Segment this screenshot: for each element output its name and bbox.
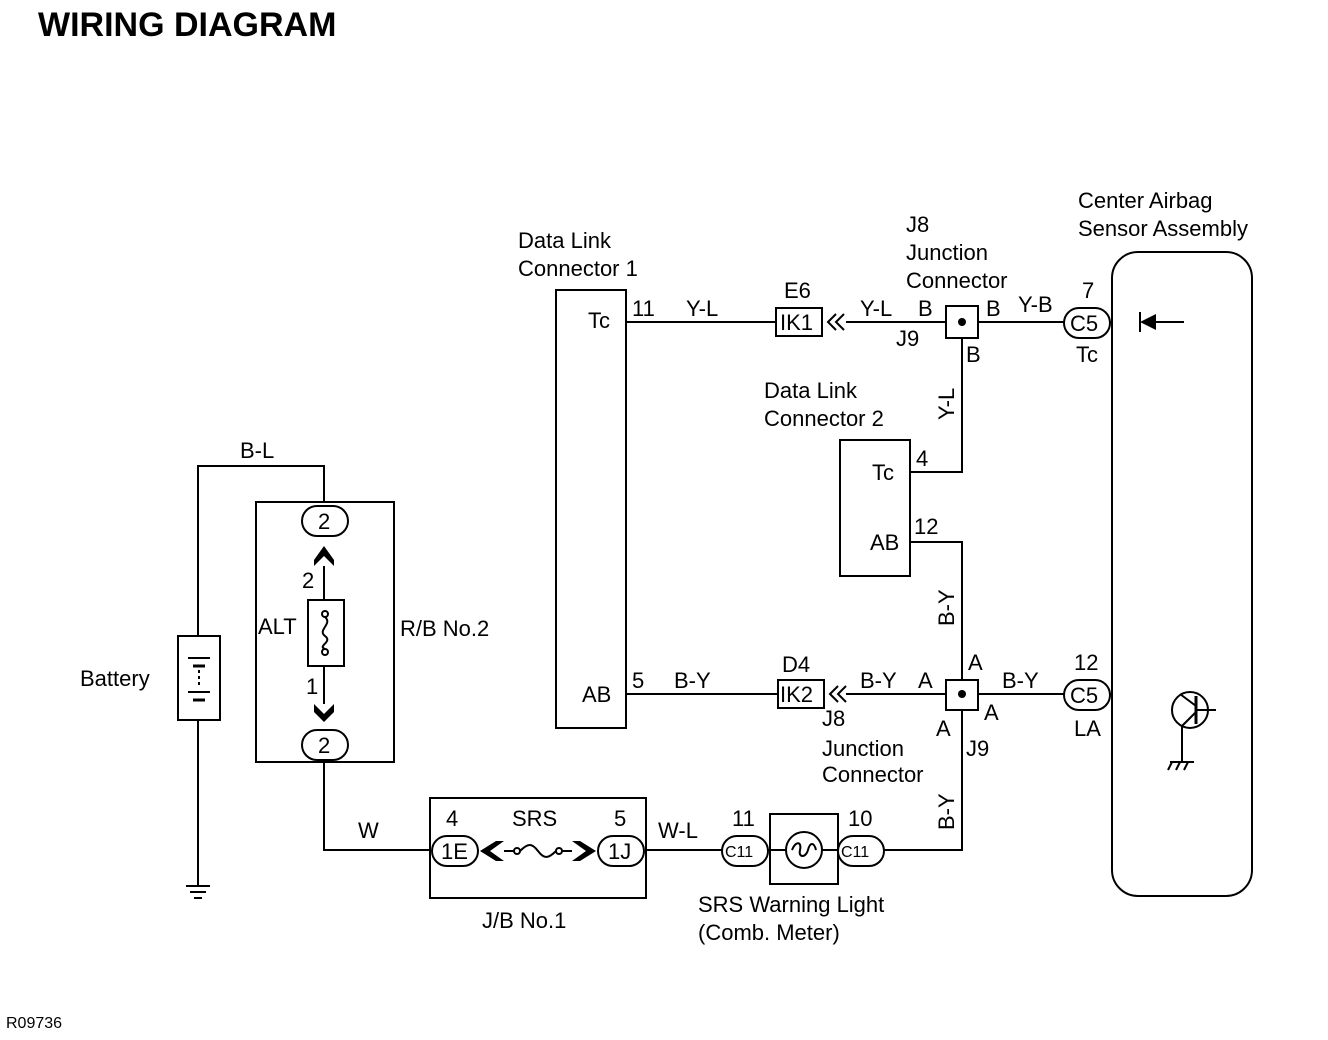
sensor-label-1: Center Airbag <box>1078 188 1213 213</box>
j9-lower-label: J9 <box>966 736 989 761</box>
srs-warning-light <box>721 813 885 885</box>
srs-fuse-label: SRS <box>512 806 557 831</box>
wire-by-dlc1: B-Y <box>674 668 711 693</box>
dlc2-box <box>839 439 911 577</box>
wire-w: W <box>358 818 379 843</box>
dlc1-tc: Tc <box>588 308 610 333</box>
dlc1-ab: AB <box>582 682 611 707</box>
c5-lower-label: C5 <box>1070 683 1098 708</box>
jb1-pin-5: 5 <box>614 806 626 831</box>
sensor-label-2: Sensor Assembly <box>1078 216 1248 241</box>
e6-label: E6 <box>784 278 811 303</box>
warning-light-label-2: (Comb. Meter) <box>698 920 840 945</box>
dlc1-label-1: Data Link <box>518 228 612 253</box>
dlc1-box <box>555 289 627 729</box>
dlc1-pin-5: 5 <box>632 668 644 693</box>
battery-label: Battery <box>80 666 150 691</box>
battery <box>177 635 221 721</box>
wire-yl-dlc1: Y-L <box>686 296 718 321</box>
transistor-icon <box>1167 691 1216 771</box>
junction-upper-pin-b-bottom: B <box>966 342 981 367</box>
wire-yl-junction: Y-L <box>860 296 892 321</box>
j8-lower-label-2: Junction <box>822 736 904 761</box>
c5-lower-la: LA <box>1074 716 1101 741</box>
c5-upper <box>1063 307 1111 339</box>
c5-upper-label: C5 <box>1070 311 1098 336</box>
c11-pin-11: 11 <box>732 806 755 831</box>
c5-upper-tc: Tc <box>1076 342 1098 367</box>
d4-label: D4 <box>782 652 810 677</box>
ik2-label: IK2 <box>780 682 813 707</box>
wire-wl: W-L <box>658 818 698 843</box>
wire-by-junction: B-Y <box>860 668 897 693</box>
jb1-box <box>429 797 647 899</box>
wire-yb: Y-B <box>1018 292 1053 317</box>
j8-lower-label-1: J8 <box>822 706 845 731</box>
wire-by-c5: B-Y <box>1002 668 1039 693</box>
junction-upper-pin-b-right: B <box>986 296 1001 321</box>
c11-pin-10: 10 <box>848 806 872 831</box>
j8-upper-label-3: Connector <box>906 268 1008 293</box>
ik1-connector <box>775 307 845 337</box>
wire-bl: B-L <box>240 438 274 463</box>
wire-yl-vertical: Y-L <box>934 388 959 420</box>
wire-by-vertical-upper: B-Y <box>934 589 959 626</box>
junction-lower-pin-a-right: A <box>984 700 999 725</box>
rb2-connector-top: 2 <box>318 509 330 534</box>
page-title: WIRING DIAGRAM <box>38 6 336 44</box>
ik1-label: IK1 <box>780 310 813 335</box>
j8-lower-label-3: Connector <box>822 762 924 787</box>
rb2-pin-1: 1 <box>306 674 318 699</box>
junction-lower-pin-a-bottom: A <box>936 716 951 741</box>
ik2-connector <box>777 679 847 709</box>
rb2-pin-2: 2 <box>302 568 314 593</box>
figure-code: R09736 <box>6 1015 62 1032</box>
dlc2-label-2: Connector 2 <box>764 406 884 431</box>
dlc2-label-1: Data Link <box>764 378 858 403</box>
j8-upper-label-2: Junction <box>906 240 988 265</box>
junction-upper-pin-b-left: B <box>918 296 933 321</box>
dlc2-tc: Tc <box>872 460 894 485</box>
j9-upper-label: J9 <box>896 326 919 351</box>
ground-icon <box>186 885 210 899</box>
j8-upper-label-1: J8 <box>906 212 929 237</box>
jb1-label: J/B No.1 <box>482 908 566 933</box>
c5-upper-pin-7: 7 <box>1082 278 1094 303</box>
alt-fuse-label: ALT <box>258 614 297 639</box>
wire-by-vertical-lower: B-Y <box>934 793 959 830</box>
dlc2-ab: AB <box>870 530 899 555</box>
jb1-pin-4: 4 <box>446 806 458 831</box>
dlc1-label-2: Connector 1 <box>518 256 638 281</box>
sensor-assembly-box <box>1111 251 1253 897</box>
c5-lower <box>1063 679 1111 711</box>
diode-icon <box>1139 312 1184 332</box>
c11-left: C11 <box>725 844 753 861</box>
jb1-connector-1j: 1J <box>608 839 631 864</box>
jb1-connector-1e: 1E <box>441 839 468 864</box>
rb2-connector-bottom: 2 <box>318 733 330 758</box>
rb2-box <box>255 501 395 763</box>
rb2-label: R/B No.2 <box>400 616 489 641</box>
c5-lower-pin-12: 12 <box>1074 650 1098 675</box>
junction-lower <box>945 679 979 711</box>
warning-light-label-1: SRS Warning Light <box>698 892 884 917</box>
dlc2-pin-12: 12 <box>914 514 938 539</box>
junction-lower-pin-a-left: A <box>918 668 933 693</box>
junction-upper <box>945 305 979 339</box>
dlc1-pin-11: 11 <box>632 296 655 321</box>
dlc2-pin-4: 4 <box>916 446 928 471</box>
c11-right: C11 <box>841 844 869 861</box>
junction-lower-pin-a-top: A <box>968 650 983 675</box>
